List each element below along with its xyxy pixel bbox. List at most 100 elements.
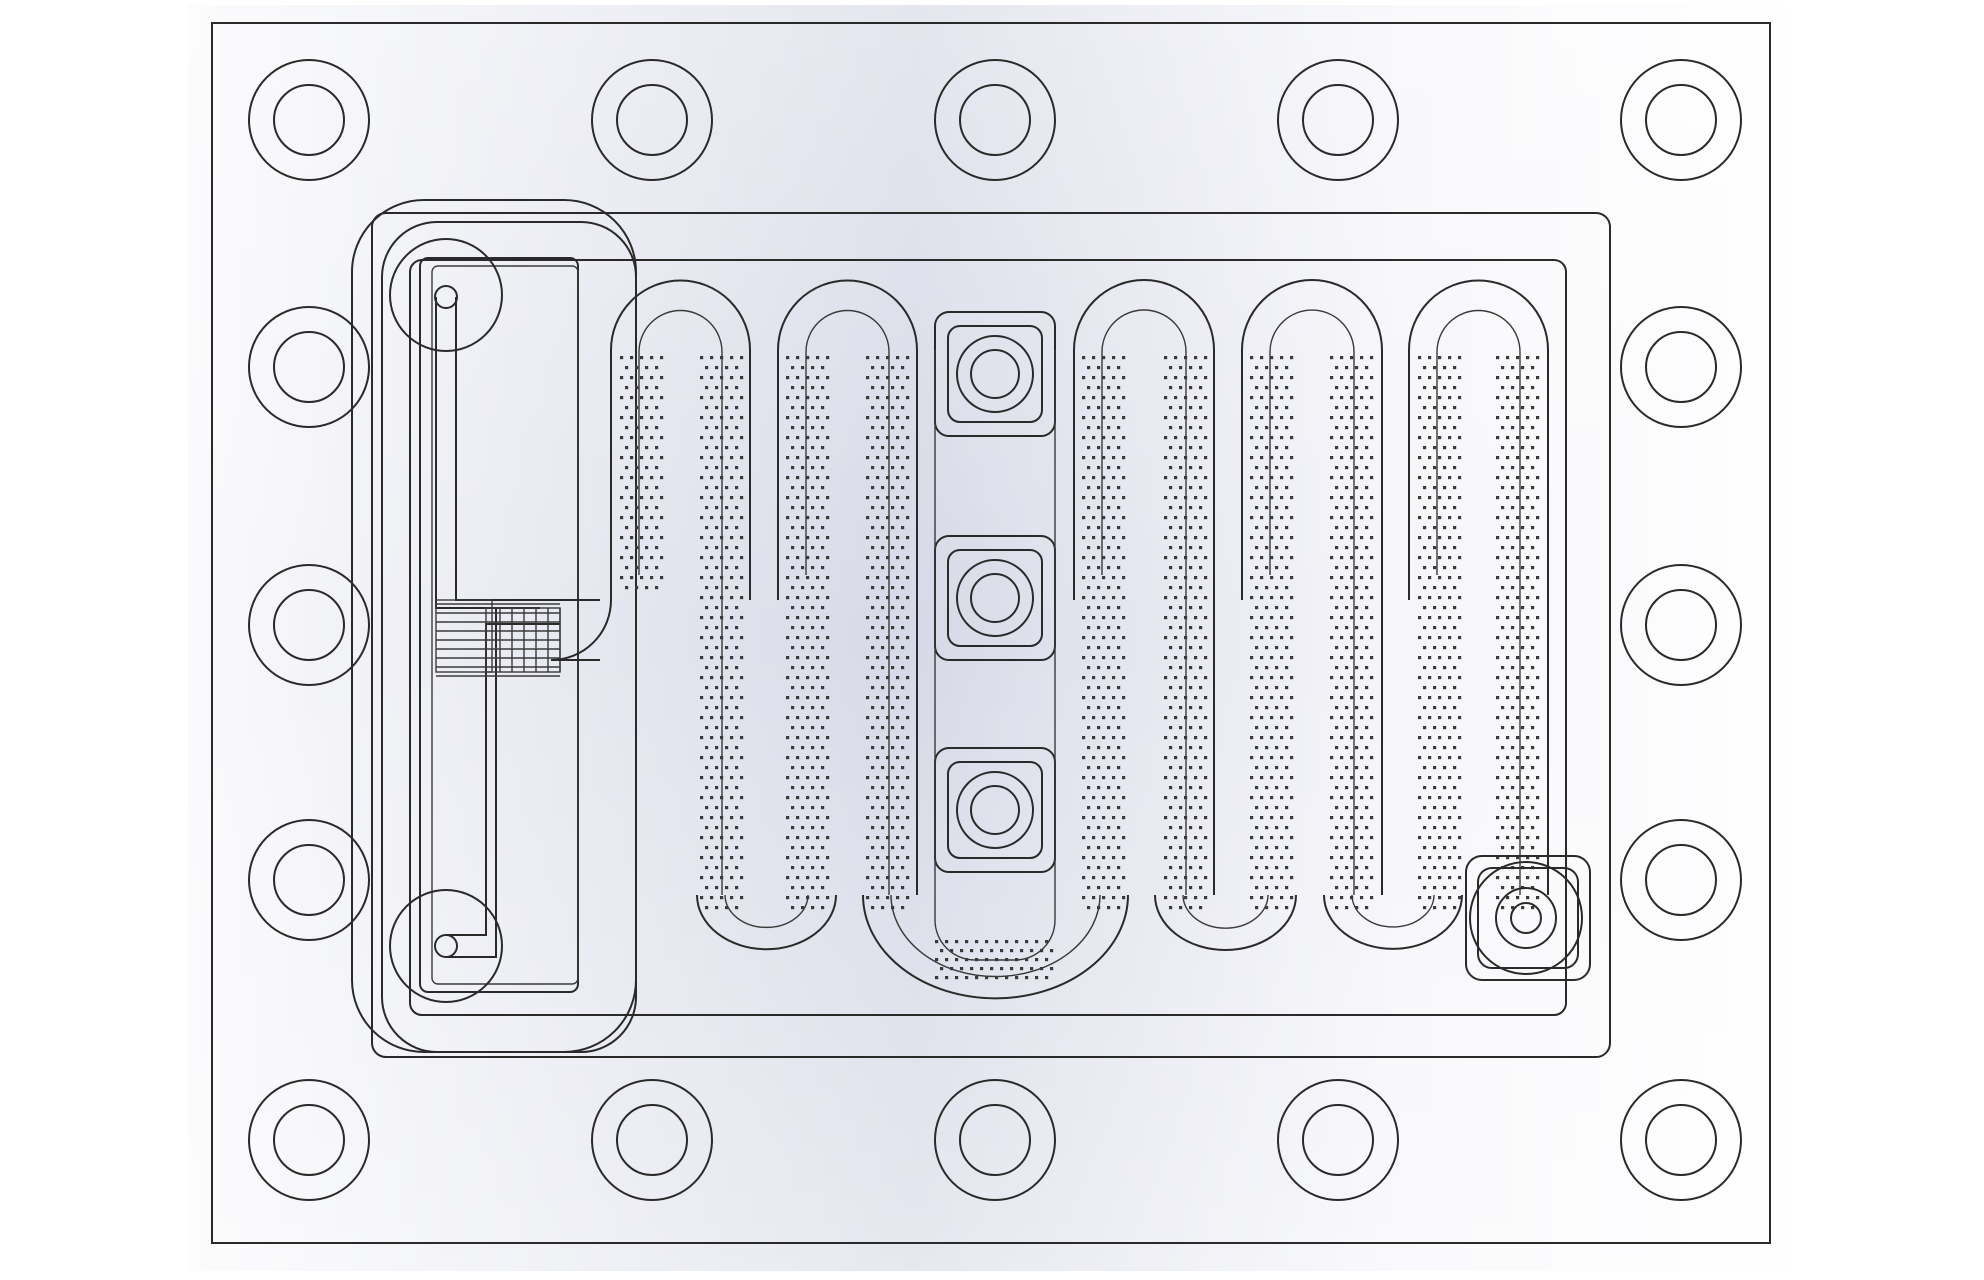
- pillar-857: [876, 896, 880, 900]
- pillar-1057: [1112, 776, 1116, 780]
- pillar-266: [740, 696, 744, 700]
- pillar-2121: [1423, 906, 1427, 910]
- pillar-192: [720, 536, 724, 540]
- pillar-824: [906, 816, 910, 820]
- pillar-1571: [1290, 796, 1294, 800]
- pillar-1239: [1169, 626, 1173, 630]
- bolt-hole-ring-7: [1620, 306, 1742, 428]
- pillar-1251: [1199, 646, 1203, 650]
- pillar-2279: [1506, 696, 1510, 700]
- pillar-2199: [1516, 516, 1520, 520]
- pillar-533: [796, 736, 800, 740]
- pillar-1353: [1184, 876, 1188, 880]
- pillar-2045: [1428, 736, 1432, 740]
- pillar-1804: [1360, 756, 1364, 760]
- pillar-933: [1087, 506, 1091, 510]
- pillar-1711: [1330, 556, 1334, 560]
- pillar-454: [816, 556, 820, 560]
- pillar-2263: [1526, 656, 1530, 660]
- pillar-2051: [1443, 746, 1447, 750]
- pillar-394: [801, 426, 805, 430]
- pillar-831: [886, 836, 890, 840]
- pillar-1878: [1423, 366, 1427, 370]
- pillar-2198: [1506, 516, 1510, 520]
- pillar-1714: [1360, 556, 1364, 560]
- pillar-2117: [1428, 896, 1432, 900]
- pillar-1324: [1164, 816, 1168, 820]
- pillar-335: [710, 856, 714, 860]
- pillar-1926: [1453, 466, 1457, 470]
- pillar-1845: [1365, 846, 1369, 850]
- pillar-12: [640, 376, 644, 380]
- pillar-681: [871, 506, 875, 510]
- pillar-2302: [1511, 746, 1515, 750]
- pillar-1194: [1169, 526, 1173, 530]
- pillar-1987: [1433, 606, 1437, 610]
- pillar-449: [811, 546, 815, 550]
- pillar-1214: [1189, 566, 1193, 570]
- pillar-2009: [1428, 656, 1432, 660]
- pillar-1492: [1265, 626, 1269, 630]
- pillar-1785: [1350, 716, 1354, 720]
- pillar-1949: [1458, 516, 1462, 520]
- pillar-1120: [1194, 356, 1198, 360]
- pillar-1405: [1250, 436, 1254, 440]
- pillar-2223: [1531, 566, 1535, 570]
- pillar-563: [826, 796, 830, 800]
- pillar-1529: [1275, 706, 1279, 710]
- pillar-1043: [1107, 746, 1111, 750]
- pillar-1742: [1370, 616, 1374, 620]
- pillar-675: [901, 486, 905, 490]
- pillar-2267: [1521, 666, 1525, 670]
- pillar-2374: [1511, 906, 1515, 910]
- pillar-2250: [1531, 626, 1535, 630]
- pillar-1308: [1184, 776, 1188, 780]
- pillar-666: [901, 466, 905, 470]
- pillar-501: [791, 666, 795, 670]
- pillar-699: [871, 546, 875, 550]
- pillar-1202: [1204, 536, 1208, 540]
- pillar-1178: [1189, 486, 1193, 490]
- pillar-1318: [1194, 796, 1198, 800]
- bolt-hole-ring-2: [591, 59, 713, 181]
- pillar-2086: [1433, 826, 1437, 830]
- pillar-1145: [1174, 416, 1178, 420]
- pillar-149: [740, 436, 744, 440]
- pillar-1090: [1082, 856, 1086, 860]
- pillar-376: [801, 386, 805, 390]
- pillar-575: [811, 826, 815, 830]
- pillar-1459: [1250, 556, 1254, 560]
- pillar-1731: [1350, 596, 1354, 600]
- serpentine-top-bend-2: [777, 279, 918, 895]
- pillar-677: [876, 496, 880, 500]
- pillar-873: [1117, 366, 1121, 370]
- pillar-1918: [1418, 456, 1422, 460]
- pillar-417: [806, 476, 810, 480]
- pillar-687: [886, 516, 890, 520]
- pillar-523: [786, 716, 790, 720]
- pillar-2283: [1501, 706, 1505, 710]
- pillar-378: [821, 386, 825, 390]
- pillar-366: [791, 366, 795, 370]
- bolt-hole-4: [1302, 84, 1374, 156]
- pillar-2314: [1496, 776, 1500, 780]
- pillar-2419: [1000, 967, 1004, 971]
- pillar-1705: [1360, 536, 1364, 540]
- pillar-758: [876, 676, 880, 680]
- pillar-299: [710, 776, 714, 780]
- pillar-969: [1087, 586, 1091, 590]
- pillar-203: [740, 556, 744, 560]
- pillar-1000: [1082, 656, 1086, 660]
- pillar-2064: [1438, 776, 1442, 780]
- pillar-644: [906, 416, 910, 420]
- pillar-428: [826, 496, 830, 500]
- pillar-978: [1087, 606, 1091, 610]
- pillar-1833: [1335, 826, 1339, 830]
- pillar-1925: [1443, 466, 1447, 470]
- pillar-1441: [1250, 516, 1254, 520]
- pillar-684: [901, 506, 905, 510]
- pillar-516: [806, 696, 810, 700]
- pillar-130: [730, 396, 734, 400]
- pillar-992: [1092, 636, 1096, 640]
- pillar-1124: [1189, 366, 1193, 370]
